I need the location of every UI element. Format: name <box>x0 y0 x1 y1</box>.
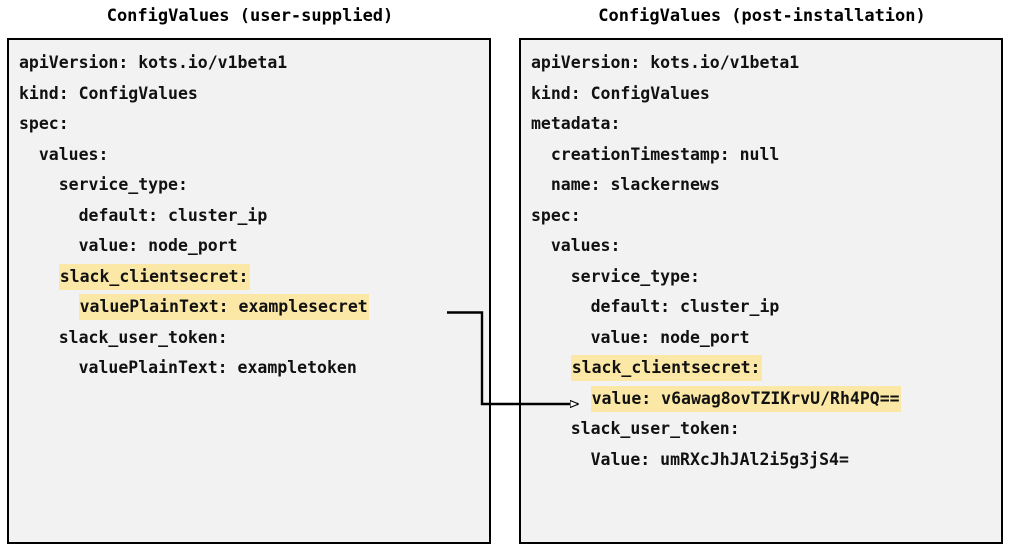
code-text: service_type: <box>570 266 700 286</box>
code-line: creationTimestamp: null <box>531 140 1001 171</box>
code-indent <box>531 450 591 469</box>
code-line: value: node_port <box>531 323 1001 354</box>
code-indent <box>531 267 571 286</box>
code-text-highlighted: value: v6awag8ovTZIKrvU/Rh4PQ== <box>590 385 901 412</box>
code-indent <box>19 328 59 347</box>
code-text-highlighted: slack_clientsecret: <box>570 355 762 381</box>
right-code-lines: apiVersion: kots.io/v1beta1 kind: ConfigV… <box>531 48 1001 475</box>
code-indent <box>531 328 591 347</box>
code-text: values: <box>550 236 621 255</box>
code-indent <box>19 297 79 316</box>
code-line: default: cluster_ip <box>19 201 489 232</box>
code-indent <box>531 175 551 194</box>
code-line: slack_user_token: <box>19 323 489 354</box>
code-indent <box>531 297 591 316</box>
code-line: metadata: <box>531 109 1001 140</box>
code-text: metadata: <box>531 114 621 133</box>
code-text: creationTimestamp: null <box>550 144 780 164</box>
code-text-highlighted: slack_clientsecret: <box>58 263 250 290</box>
code-text: value: node_port <box>78 236 238 255</box>
code-indent <box>19 206 79 225</box>
code-line: default: cluster_ip <box>531 292 1001 323</box>
code-indent <box>531 389 591 408</box>
code-text: slack_user_token: <box>58 327 228 347</box>
code-indent <box>19 267 59 286</box>
code-line: name: slackernews <box>531 170 1001 201</box>
code-text: value: node_port <box>590 327 750 347</box>
code-text: valuePlainText: exampletoken <box>78 358 357 377</box>
code-text: kind: ConfigValues <box>19 83 198 103</box>
code-text: name: slackernews <box>550 175 720 194</box>
code-indent <box>19 236 79 255</box>
left-code-box: apiVersion: kots.io/v1beta1 kind: ConfigV… <box>7 38 491 544</box>
code-indent <box>19 175 59 194</box>
code-line: slack_clientsecret: <box>531 353 1001 384</box>
code-line: value: node_port <box>19 231 489 262</box>
config-values-user-supplied-panel: ConfigValues (user-supplied) apiVersion:… <box>7 0 493 559</box>
left-panel-title: ConfigValues (user-supplied) <box>106 6 394 26</box>
code-line: valuePlainText: exampletoken <box>19 353 489 384</box>
code-line: values: <box>531 231 1001 262</box>
code-line: slack_user_token: <box>531 414 1001 445</box>
code-indent <box>531 419 571 438</box>
code-text: default: cluster_ip <box>78 205 268 225</box>
code-text: slack_user_token: <box>570 419 740 438</box>
code-text: apiVersion: kots.io/v1beta1 <box>19 53 288 72</box>
code-text: apiVersion: kots.io/v1beta1 <box>531 53 800 72</box>
code-line: Value: umRXcJhJAl2i5g3jS4= <box>531 445 1001 476</box>
code-line: spec: <box>531 201 1001 232</box>
code-indent <box>531 358 571 377</box>
code-text-highlighted: valuePlainText: examplesecret <box>78 294 369 320</box>
code-indent <box>531 236 551 255</box>
left-code-lines: apiVersion: kots.io/v1beta1 kind: ConfigV… <box>19 48 489 384</box>
code-line: apiVersion: kots.io/v1beta1 <box>531 48 1001 79</box>
right-code-box: apiVersion: kots.io/v1beta1 kind: ConfigV… <box>519 38 1003 544</box>
code-text: spec: <box>531 205 581 225</box>
code-line: apiVersion: kots.io/v1beta1 <box>19 48 489 79</box>
code-line: values: <box>19 140 489 171</box>
code-indent <box>531 145 551 164</box>
code-line: service_type: <box>531 262 1001 293</box>
code-line: service_type: <box>19 170 489 201</box>
code-line: slack_clientsecret: <box>19 262 489 293</box>
code-text: default: cluster_ip <box>590 297 780 316</box>
code-line: spec: <box>19 109 489 140</box>
code-line: kind: ConfigValues <box>19 79 489 110</box>
code-line: kind: ConfigValues <box>531 79 1001 110</box>
code-text: kind: ConfigValues <box>531 83 710 103</box>
code-text: Value: umRXcJhJAl2i5g3jS4= <box>590 449 849 469</box>
code-line: value: v6awag8ovTZIKrvU/Rh4PQ== <box>531 384 1001 415</box>
right-panel-title: ConfigValues (post-installation) <box>598 6 926 26</box>
code-indent <box>19 145 39 164</box>
code-text: values: <box>38 144 109 164</box>
code-text: service_type: <box>58 175 188 194</box>
config-values-post-installation-panel: ConfigValues (post-installation) apiVers… <box>519 0 1005 559</box>
code-text: spec: <box>19 114 69 133</box>
code-indent <box>19 358 79 377</box>
code-line: valuePlainText: examplesecret <box>19 292 489 323</box>
